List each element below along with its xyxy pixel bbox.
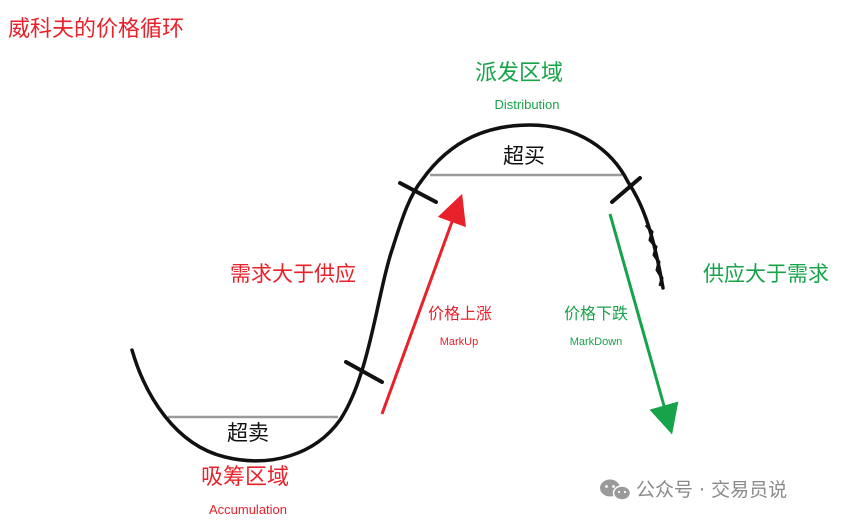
- price-cycle-curve: [130, 123, 665, 463]
- markup-label: 价格上涨: [428, 304, 492, 323]
- oversold-label: 超卖: [227, 421, 269, 445]
- markdown-side-label: 供应大于需求: [703, 262, 829, 286]
- markdown-label: 价格下跌: [564, 304, 628, 323]
- markup-side-label: 需求大于供应: [230, 262, 356, 286]
- markdown-jagged-tail: [644, 224, 664, 287]
- markdown-arrow: [608, 213, 679, 435]
- markup-start-tick: [344, 360, 384, 384]
- watermark-text: 公众号 · 交易员说: [636, 479, 787, 501]
- distribution-sublabel: Distribution: [494, 97, 559, 112]
- markdown-sublabel: MarkDown: [570, 336, 623, 348]
- overbought-label: 超买: [503, 144, 545, 168]
- markdown-start-tick: [610, 176, 642, 204]
- accumulation-sublabel: Accumulation: [209, 502, 287, 517]
- diagram-title: 威科夫的价格循环: [8, 17, 184, 42]
- markup-arrow: [380, 193, 466, 415]
- markup-end-tick: [398, 181, 438, 204]
- distribution-label: 派发区域: [475, 61, 563, 86]
- markup-sublabel: MarkUp: [440, 336, 479, 348]
- accumulation-label: 吸筹区域: [201, 465, 289, 490]
- wechat-logo-icon: [600, 479, 632, 501]
